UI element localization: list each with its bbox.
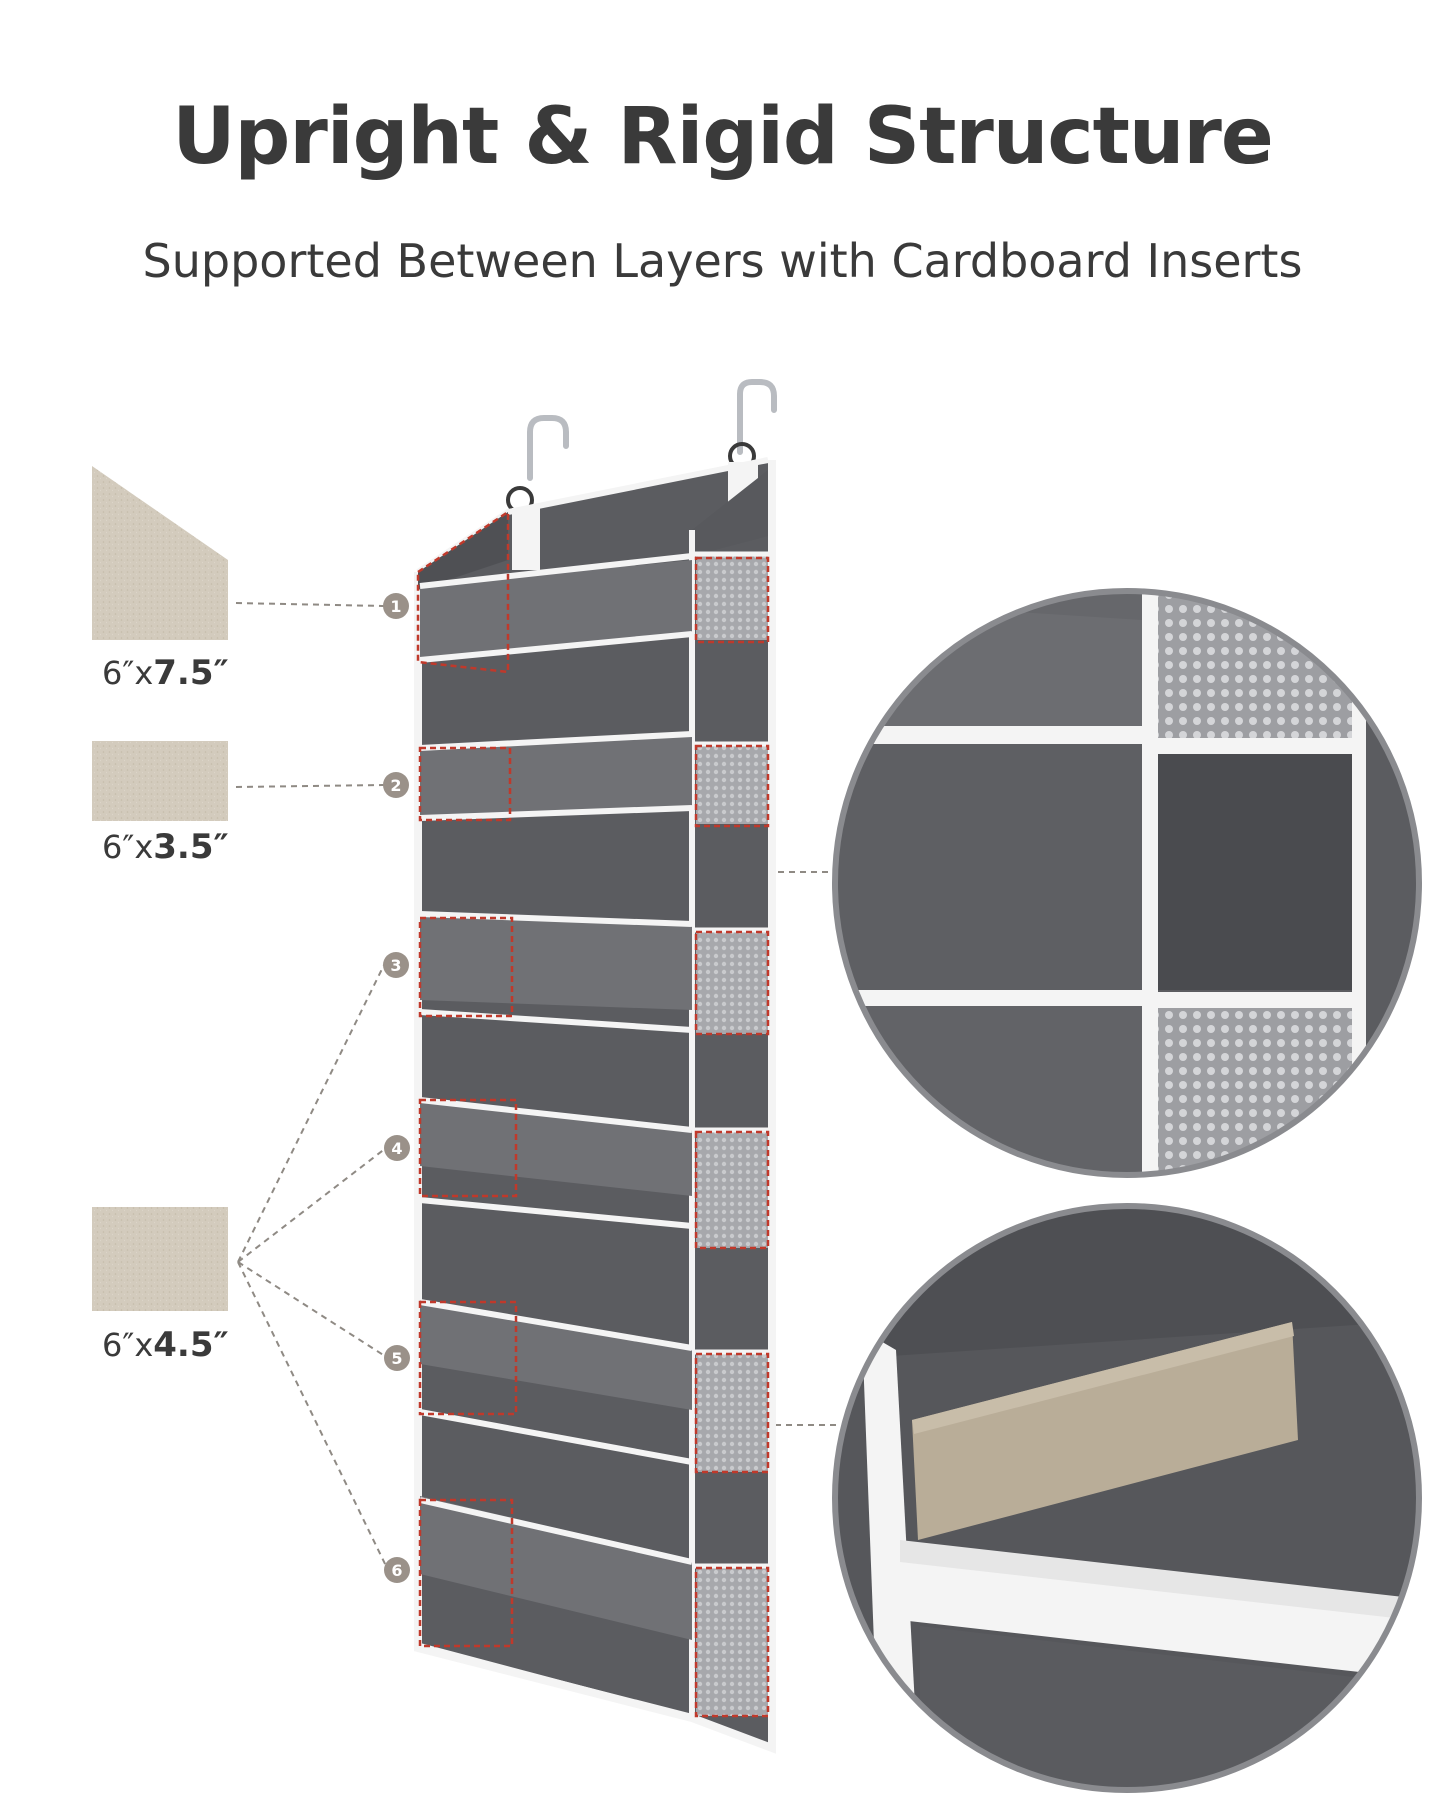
marker-6-label: 6 xyxy=(391,1561,402,1580)
markers: 1 2 3 4 5 6 xyxy=(383,593,410,1583)
insert-1-times: x xyxy=(134,654,154,692)
insert-1-dimension: 6″x7.5″ xyxy=(102,656,229,690)
door-organizer xyxy=(414,379,777,1754)
insert-swatch-2 xyxy=(92,741,228,821)
marker-3-label: 3 xyxy=(390,956,401,975)
marker-3: 3 xyxy=(383,952,409,978)
marker-6: 6 xyxy=(384,1557,410,1583)
insert-3-width: 6″ xyxy=(102,1326,135,1364)
insert-swatch-3 xyxy=(92,1207,228,1311)
insert-1-width: 6″ xyxy=(102,654,135,692)
page-title: Upright & Rigid Structure xyxy=(172,92,1274,182)
marker-4-label: 4 xyxy=(391,1139,402,1158)
marker-4: 4 xyxy=(384,1135,410,1161)
detail-zoom-pockets xyxy=(832,588,1422,1178)
insert-2-width: 6″ xyxy=(102,828,135,866)
insert-3-dimension: 6″x4.5″ xyxy=(102,1328,229,1362)
insert-2-times: x xyxy=(134,828,154,866)
marker-1-label: 1 xyxy=(390,597,401,616)
insert-swatch-1 xyxy=(92,466,228,640)
marker-2: 2 xyxy=(383,772,409,798)
marker-1: 1 xyxy=(383,593,409,619)
marker-5: 5 xyxy=(384,1345,410,1371)
insert-indicators xyxy=(416,509,770,1718)
detail-zoom-cardboard xyxy=(832,1203,1422,1793)
shelves xyxy=(419,553,693,1721)
marker-5-label: 5 xyxy=(391,1349,402,1368)
insert-1-height: 7.5″ xyxy=(153,653,229,693)
hook-icon xyxy=(527,379,777,481)
insert-3-height: 4.5″ xyxy=(153,1325,229,1365)
insert-3-times: x xyxy=(134,1326,154,1364)
mesh-pockets xyxy=(694,551,770,1716)
marker-2-label: 2 xyxy=(390,776,401,795)
insert-2-height: 3.5″ xyxy=(153,827,229,867)
page-subtitle: Supported Between Layers with Cardboard … xyxy=(142,234,1303,288)
insert-2-dimension: 6″x3.5″ xyxy=(102,830,229,864)
